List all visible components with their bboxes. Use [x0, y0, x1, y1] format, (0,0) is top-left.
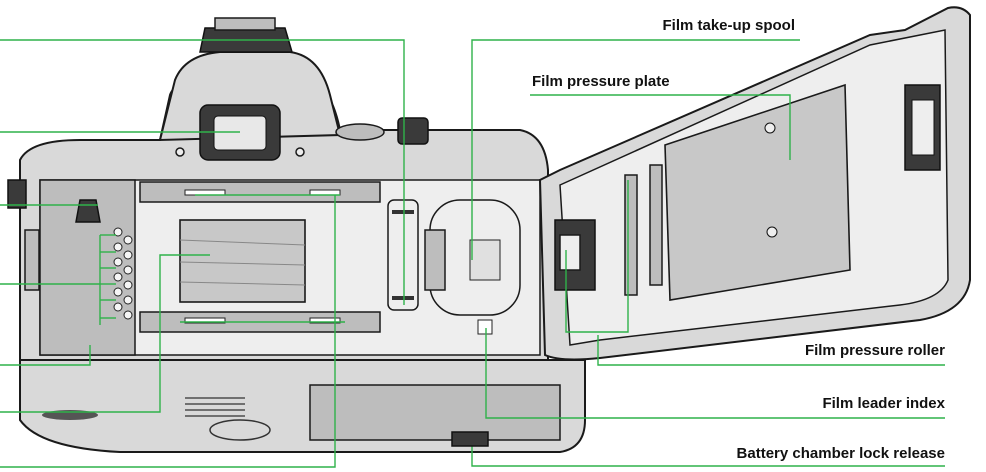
label-film-takeup-spool: Film take-up spool: [662, 17, 795, 34]
camera-back-door: [538, 6, 971, 361]
label-film-leader-index: Film leader index: [822, 395, 945, 412]
label-film-pressure-roller: Film pressure roller: [805, 342, 945, 359]
callout-film-pressure-plate: Film pressure plate: [530, 73, 791, 160]
label-film-pressure-plate: Film pressure plate: [532, 73, 670, 90]
camera-body: [7, 17, 586, 453]
callout-film-takeup-spool: Film take-up spool: [471, 17, 800, 260]
callout-film-pressure-roller: Film pressure roller: [565, 180, 945, 366]
label-battery-chamber-lock-release: Battery chamber lock release: [737, 445, 945, 462]
callout-battery-chamber-lock-release: Battery chamber lock release: [451, 431, 945, 467]
leader-lines-left: [0, 39, 405, 468]
callout-film-leader-index: Film leader index: [485, 328, 946, 419]
